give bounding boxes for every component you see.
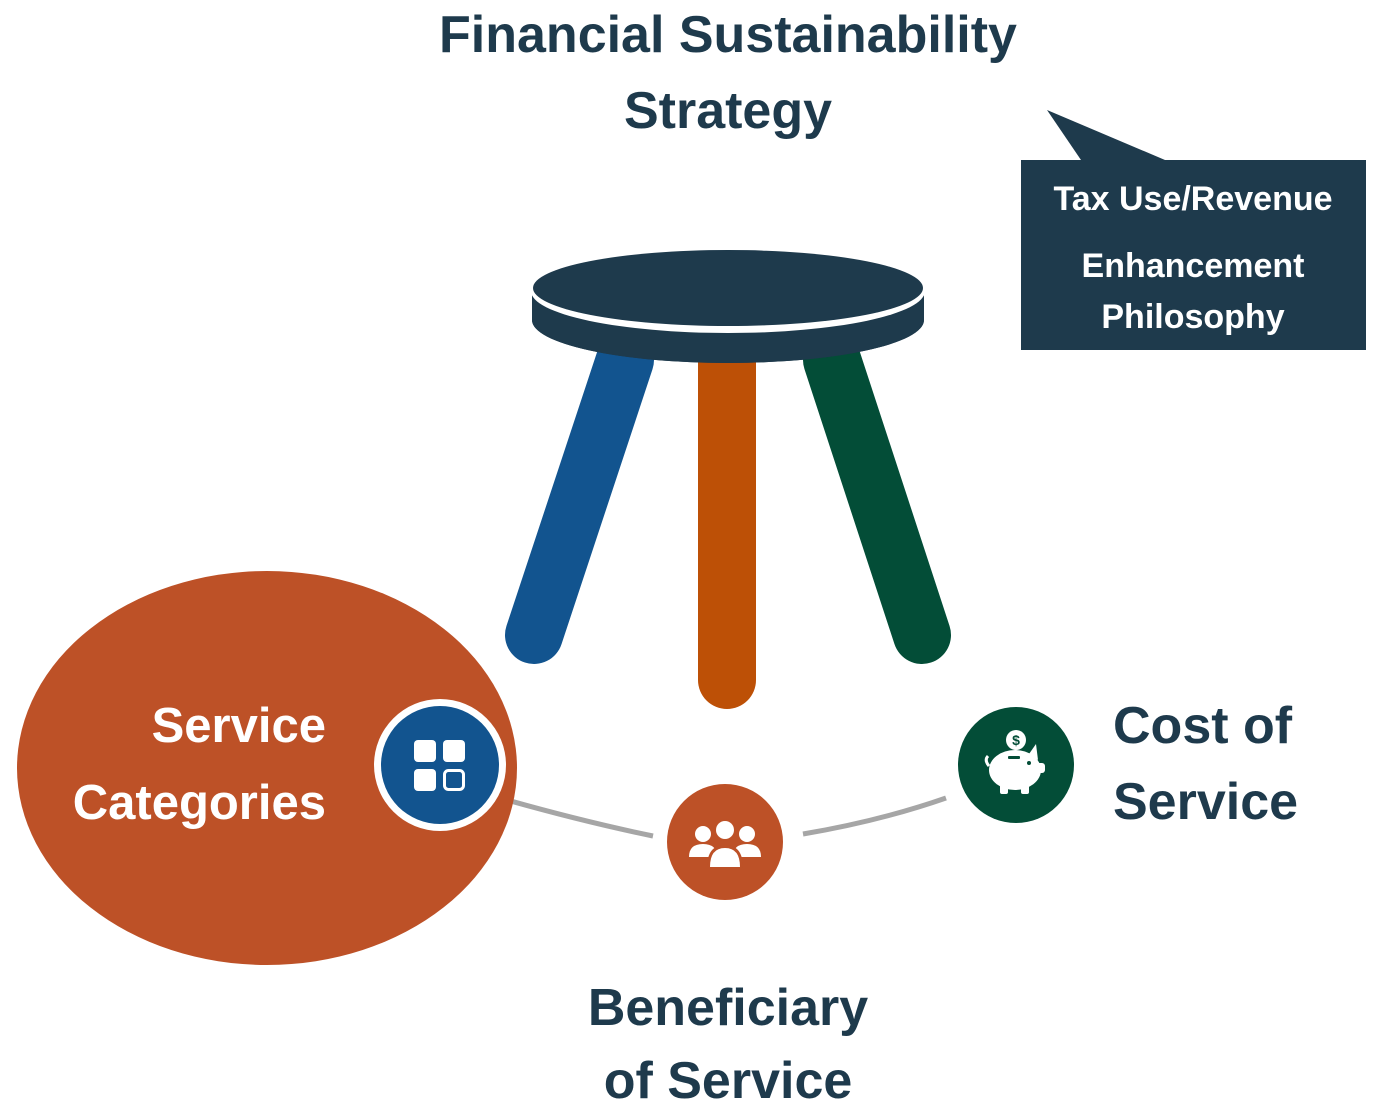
beneficiary-label-line-2: of Service [604, 1052, 853, 1107]
service-categories-label-line-1: Service [152, 699, 326, 753]
callout-pointer [1047, 110, 1165, 160]
cost-of-service-label-line-1: Cost of [1113, 697, 1293, 755]
dollar-sign-icon: $ [1012, 732, 1020, 748]
callout-background [1021, 160, 1366, 350]
stool-leg-blue [505, 331, 654, 664]
title-line-1: Financial Sustainability [439, 6, 1017, 64]
callout-line-3: Philosophy [1101, 298, 1284, 336]
callout-box: Tax Use/Revenue Enhancement Philosophy [1021, 110, 1366, 350]
service-categories-ellipse [17, 571, 517, 965]
callout-line-2: Enhancement [1082, 247, 1305, 285]
service-categories-label-line-2: Categories [73, 776, 326, 830]
people-group-icon [667, 784, 783, 900]
callout-line-1: Tax Use/Revenue [1053, 180, 1332, 218]
connector-left [506, 797, 654, 839]
piggy-bank-icon: $ [958, 707, 1074, 823]
cost-of-service-label-line-2: Service [1113, 773, 1298, 831]
stool-seat [531, 249, 925, 363]
grid-apps-icon [374, 699, 506, 831]
connector-right [802, 795, 947, 837]
stool-seat-top [533, 250, 923, 326]
stool-leg-green [803, 331, 951, 664]
title-line-2: Strategy [624, 82, 832, 140]
beneficiary-label-line-1: Beneficiary [588, 979, 868, 1037]
